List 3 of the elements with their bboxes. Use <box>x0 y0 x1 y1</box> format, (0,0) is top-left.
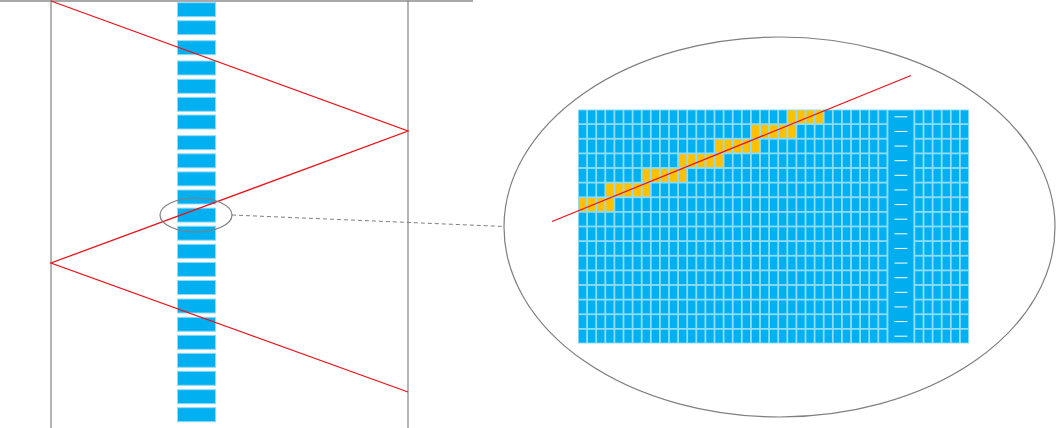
magnifier-ellipse <box>160 198 232 232</box>
dashed-connector <box>231 214 505 227</box>
zoom-ellipse <box>504 36 1055 417</box>
